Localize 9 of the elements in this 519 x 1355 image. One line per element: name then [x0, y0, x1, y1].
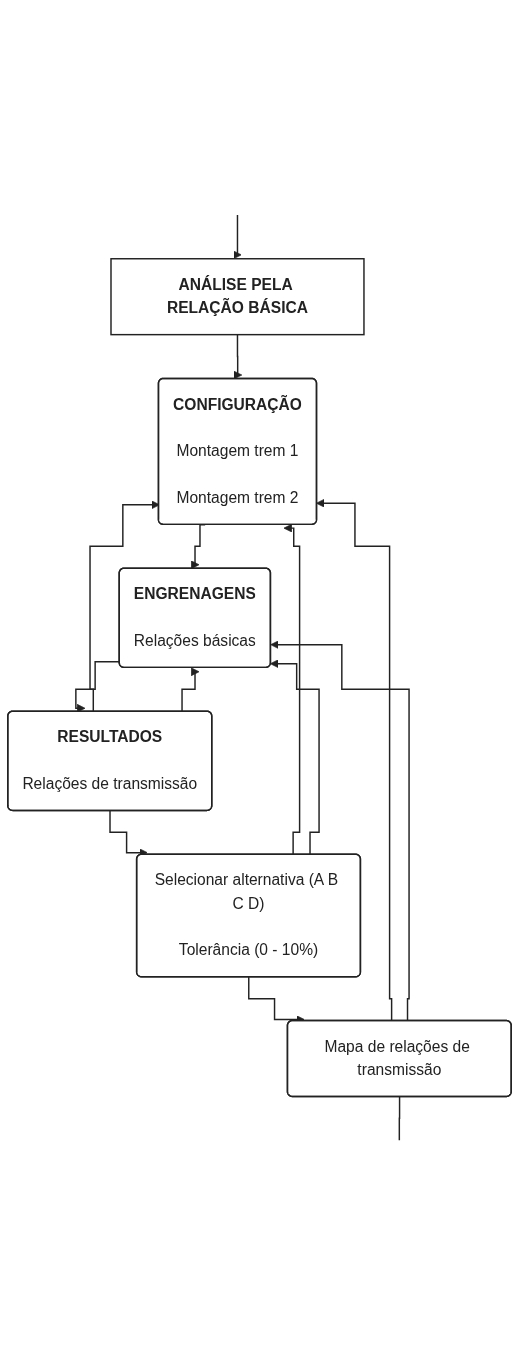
arrow [233, 333, 243, 380]
arrow [233, 214, 242, 260]
node-box: ANÁLISE PELA RELAÇÃO BÁSICA [110, 257, 365, 336]
arrow [283, 523, 301, 856]
arrow [270, 640, 410, 1022]
arrow [109, 810, 148, 857]
connector [398, 1096, 401, 1141]
arrow [270, 659, 320, 856]
arrow [316, 498, 395, 1022]
